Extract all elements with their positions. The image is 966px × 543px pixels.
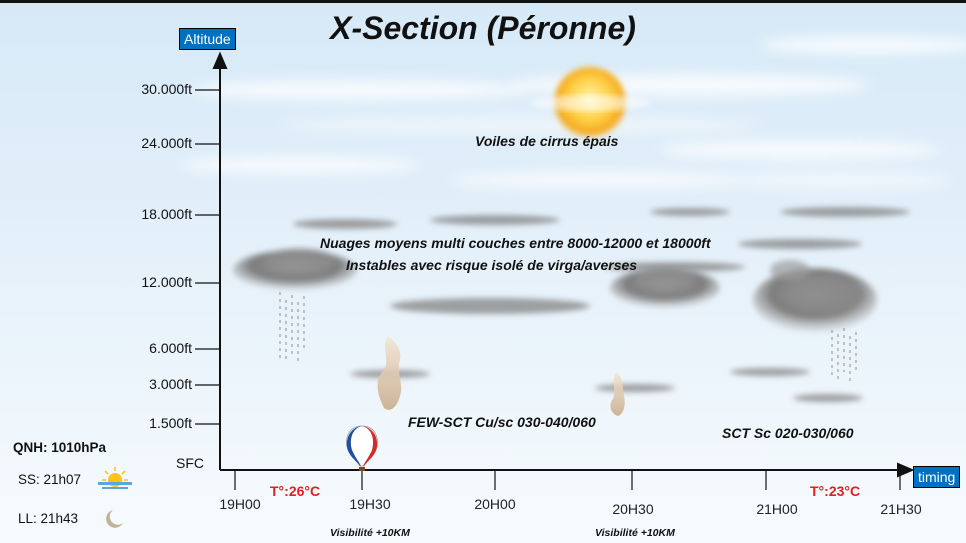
x-tick-label: 21H30 <box>880 501 922 517</box>
temperature-end: T°:23°C <box>810 483 861 499</box>
cu-annotation: FEW-SCT Cu/sc 030-040/060 <box>408 414 596 430</box>
y-tick-label: 6.000ft <box>149 340 192 356</box>
page-title: X-Section (Péronne) <box>330 10 636 46</box>
y-tick-label: 1.500ft <box>149 415 192 431</box>
mid-cloud-annotation-2: Instables avec risque isolé de virga/ave… <box>346 257 638 273</box>
sun-icon <box>530 67 650 139</box>
x-axis-label: timing <box>913 466 961 488</box>
y-ticks <box>195 89 220 425</box>
sunset-time: SS: 21h07 <box>18 472 82 487</box>
y-tick-label: 3.000ft <box>149 376 192 392</box>
axes <box>212 51 915 478</box>
cumulus-tower <box>377 336 402 410</box>
x-tick-label: 21H00 <box>756 501 798 517</box>
balloon-icon <box>346 425 378 471</box>
sc-annotation: SCT Sc 020-030/060 <box>722 425 854 441</box>
y-axis-label: Altitude <box>179 28 236 50</box>
x-tick-label: 19H00 <box>219 496 261 512</box>
y-tick-label: 18.000ft <box>141 206 192 222</box>
y-tick-label: 12.000ft <box>141 274 192 290</box>
y-tick-label: SFC <box>176 455 204 471</box>
mid-cloud-annotation: Nuages moyens multi couches entre 8000-1… <box>320 235 711 251</box>
cloud-icon <box>753 260 877 332</box>
visibility-note: Visibilité +10KM <box>595 527 675 539</box>
cumulus-tower <box>610 372 625 416</box>
moonset-time: LL: 21h43 <box>18 511 79 526</box>
x-tick-label: 20H30 <box>612 501 654 517</box>
x-tick-label: 20H00 <box>474 496 516 512</box>
cloud-icon <box>233 248 357 290</box>
cloud-icon <box>610 267 720 308</box>
cirrus-annotation: Voiles de cirrus épais <box>475 133 619 149</box>
cirrus-veils <box>180 36 966 187</box>
x-ticks <box>234 470 901 490</box>
qnh-value: QNH: 1010hPa <box>13 440 107 455</box>
rain-icon <box>831 328 857 382</box>
y-tick-label: 30.000ft <box>141 81 192 97</box>
moon-icon <box>106 510 123 528</box>
visibility-note: Visibilité +10KM <box>330 527 410 539</box>
x-tick-label: 19H30 <box>349 496 391 512</box>
top-border <box>0 0 966 3</box>
temperature-start: T°:26°C <box>270 483 321 499</box>
y-tick-label: 24.000ft <box>141 135 192 151</box>
rain-icon <box>279 292 305 362</box>
sunset-icon <box>98 467 132 489</box>
